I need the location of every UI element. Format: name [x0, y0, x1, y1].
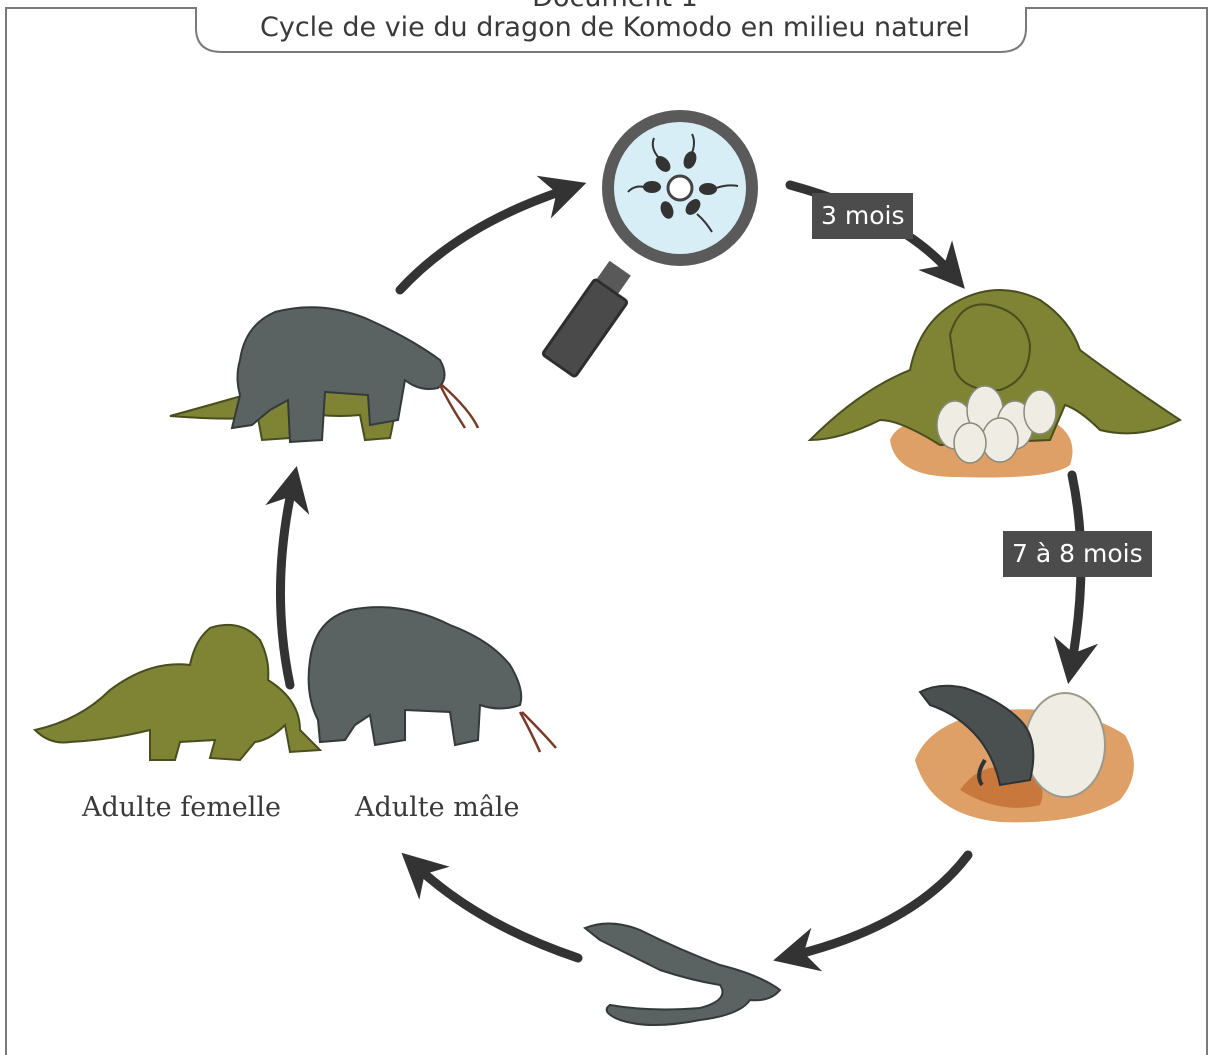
caption-adult-female: Adulte femelle [82, 792, 281, 823]
duration-label-eclosion: 7 à 8 mois [1003, 531, 1152, 577]
magnifier-icon [542, 110, 758, 377]
arrow-to-jeune [795, 855, 968, 955]
arrow-to-fecondation [400, 190, 565, 290]
arrow-to-accouplement [280, 488, 292, 685]
document-subtitle: Cycle de vie du dragon de Komodo en mili… [200, 13, 1030, 43]
arrow-to-adultes [418, 868, 578, 958]
adult-male-illustration [309, 607, 556, 752]
adult-female-illustration [35, 625, 320, 760]
caption-adult-male: Adulte mâle [355, 792, 520, 823]
hatching-illustration [915, 686, 1134, 823]
juvenile-dragon-illustration [585, 923, 780, 1025]
nesting-dragon-illustration [810, 290, 1180, 478]
duration-label-ponte: 3 mois [812, 193, 913, 239]
mating-pair-illustration [170, 307, 478, 442]
